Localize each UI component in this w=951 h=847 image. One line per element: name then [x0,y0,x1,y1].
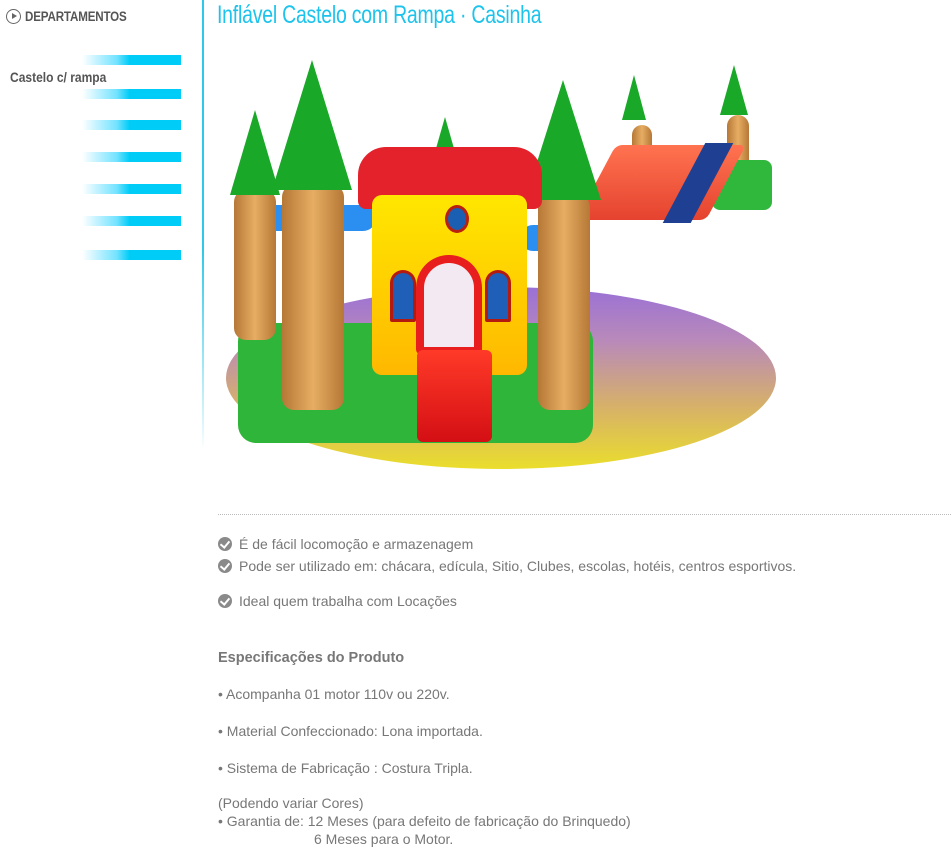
product-image [220,55,780,475]
sidebar-item-castelo-rampa[interactable]: Castelo c/ rampa [10,69,107,85]
sidebar-item-6[interactable] [82,216,181,226]
sidebar: DEPARTAMENTOS Castelo c/ rampa [0,0,200,480]
departments-header[interactable]: DEPARTAMENTOS [6,9,143,24]
spec-motor: • Acompanha 01 motor 110v ou 220v. [218,686,450,702]
menu-bar-decoration [82,55,181,65]
feature-item: Pode ser utilizado em: chácara, edícula,… [218,558,796,574]
spec-material: • Material Confeccionado: Lona importada… [218,723,483,739]
specs-title: Especificações do Produto [218,650,405,666]
spec-warranty-motor: 6 Meses para o Motor. [314,831,454,847]
sidebar-item-5[interactable] [82,184,181,194]
spec-fabrication: • Sistema de Fabricação : Costura Tripla… [218,760,473,776]
feature-item: Ideal quem trabalha com Locações [218,593,457,609]
sidebar-item-7[interactable] [82,250,181,260]
red-ramp [417,350,492,442]
departments-label: DEPARTAMENTOS [25,9,127,24]
spec-warranty: • Garantia de: 12 Meses (para defeito de… [218,813,631,829]
sidebar-item-2[interactable] [82,89,181,99]
check-circle-icon [218,537,232,551]
check-circle-icon [218,559,232,573]
page-title: Inflável Castelo com Rampa · Casinha [217,1,542,29]
feature-item: É de fácil locomoção e armazenagem [218,536,473,552]
vertical-divider [202,0,204,450]
sidebar-item-3[interactable] [82,120,181,130]
spec-colors-note: (Podendo variar Cores) [218,795,364,811]
dotted-separator [218,514,951,515]
check-circle-icon [218,594,232,608]
sidebar-item-4[interactable] [82,152,181,162]
slide-view-image [576,65,772,240]
play-circle-icon [6,9,21,24]
